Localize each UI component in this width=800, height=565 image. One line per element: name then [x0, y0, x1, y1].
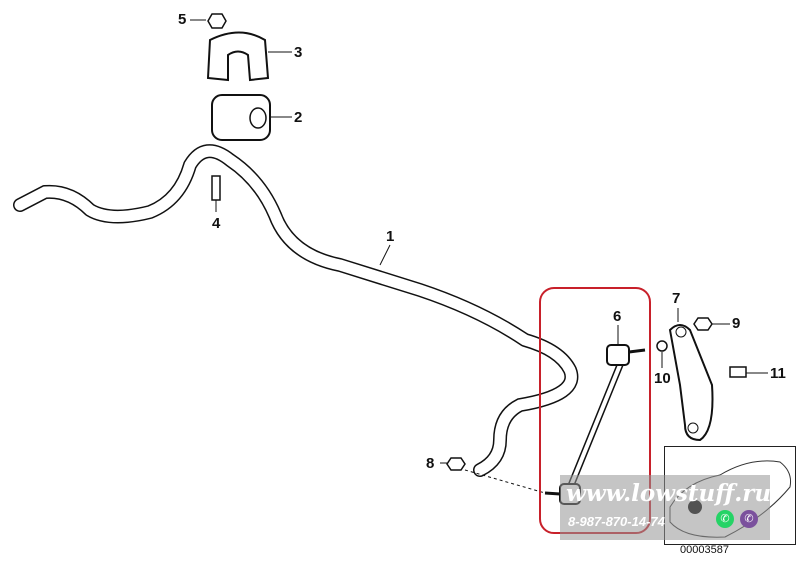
callout-9: 9	[732, 315, 741, 332]
watermark-url: www.lowstuff.ru	[566, 480, 772, 507]
bracket-part-3	[206, 31, 270, 82]
diagram-number: 00003587	[680, 544, 729, 556]
bolt-part-11	[729, 366, 747, 378]
callout-4: 4	[212, 215, 221, 232]
nut-part-5	[207, 13, 227, 29]
watermark-phone: 8-987-870-14-74	[568, 514, 665, 529]
stabilizer-bar	[13, 144, 579, 477]
callout-5: 5	[178, 11, 187, 28]
washer-part-10	[656, 340, 668, 352]
callout-7: 7	[672, 290, 681, 307]
callout-1: 1	[386, 228, 395, 245]
callout-10: 10	[654, 370, 671, 387]
callout-3: 3	[294, 44, 303, 61]
callout-6: 6	[613, 308, 622, 325]
nut-part-9	[693, 317, 713, 331]
bolt-part-4	[211, 175, 221, 201]
callout-8: 8	[426, 455, 435, 472]
callout-11: 11	[770, 365, 786, 382]
bracket-part-7	[668, 324, 714, 442]
viber-icon: ✆	[740, 510, 758, 528]
whatsapp-icon: ✆	[716, 510, 734, 528]
callout-2: 2	[294, 109, 303, 126]
nut-part-8	[446, 457, 466, 471]
watermark-band	[560, 475, 770, 540]
